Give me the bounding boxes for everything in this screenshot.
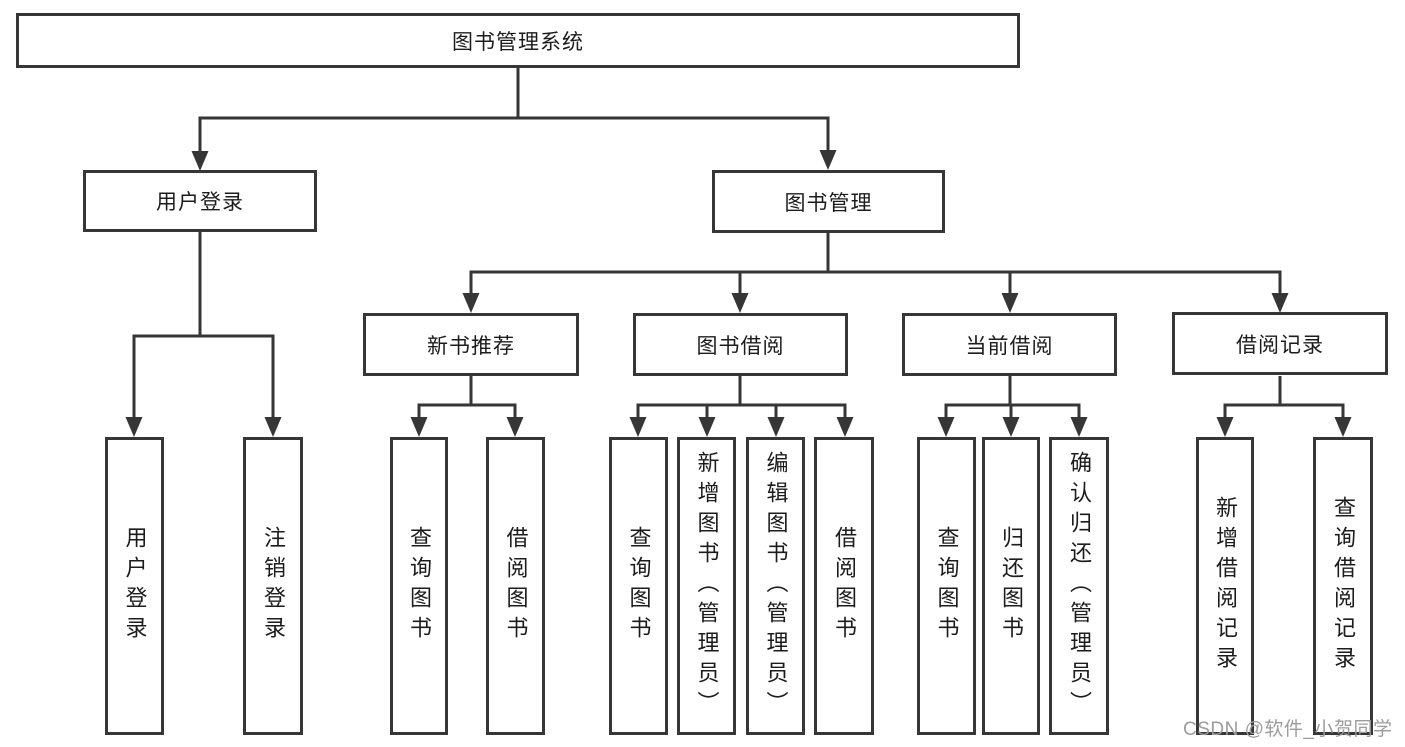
connector-user-login-children xyxy=(125,232,282,437)
leaf-borrow-books-newbook-label: 借阅图书 xyxy=(503,526,529,646)
csdn-watermark: CSDN @软件_小贺同学 xyxy=(1183,719,1393,740)
leaf-query-books-current-label: 查询图书 xyxy=(934,526,960,646)
leaf-add-book-admin: 新增图书（管理员） xyxy=(677,437,736,735)
node-user-login: 用户登录 xyxy=(83,170,317,232)
node-current-borrowing: 当前借阅 xyxy=(902,313,1117,376)
leaf-confirm-return-admin: 确认归还（管理员） xyxy=(1049,437,1109,735)
leaf-add-borrow-record: 新增借阅记录 xyxy=(1196,437,1254,735)
leaf-query-borrow-record: 查询借阅记录 xyxy=(1313,437,1373,735)
leaf-add-book-admin-label: 新增图书（管理员） xyxy=(694,451,720,721)
leaf-query-books-newbook: 查询图书 xyxy=(390,437,448,735)
leaf-borrow-books-borrow-label: 借阅图书 xyxy=(832,526,857,646)
node-library-system: 图书管理系统 xyxy=(16,13,1020,68)
node-borrowing-records: 借阅记录 xyxy=(1172,312,1388,375)
connector-new-book-children xyxy=(410,376,524,437)
node-book-borrowing: 图书借阅 xyxy=(633,313,848,376)
leaf-add-borrow-record-label: 新增借阅记录 xyxy=(1213,496,1238,676)
leaf-logout-label: 注销登录 xyxy=(261,526,286,646)
leaf-query-books-newbook-label: 查询图书 xyxy=(407,526,432,646)
leaf-query-books-current: 查询图书 xyxy=(917,437,976,735)
leaf-logout: 注销登录 xyxy=(243,437,303,735)
leaf-borrow-books-borrow: 借阅图书 xyxy=(814,437,874,735)
connector-book-management-children xyxy=(462,233,1289,313)
leaf-confirm-return-admin-label: 确认归还（管理员） xyxy=(1067,451,1092,721)
leaf-return-book-label: 归还图书 xyxy=(999,526,1024,646)
connector-root-to-level1 xyxy=(191,68,837,171)
leaf-query-books-borrow-label: 查询图书 xyxy=(626,526,652,646)
leaf-user-login: 用户登录 xyxy=(105,437,164,735)
node-book-management: 图书管理 xyxy=(712,170,945,233)
leaf-user-login-label: 用户登录 xyxy=(122,526,148,646)
leaf-query-books-borrow: 查询图书 xyxy=(609,437,668,735)
leaf-return-book: 归还图书 xyxy=(982,437,1040,735)
connector-borrow-record-children xyxy=(1216,376,1352,437)
connector-book-borrow-children xyxy=(629,376,854,437)
connector-current-borrow-children xyxy=(937,376,1088,437)
leaf-edit-book-admin: 编辑图书（管理员） xyxy=(746,437,805,735)
leaf-edit-book-admin-label: 编辑图书（管理员） xyxy=(763,451,789,721)
leaf-query-borrow-record-label: 查询借阅记录 xyxy=(1331,496,1356,676)
leaf-borrow-books-newbook: 借阅图书 xyxy=(486,437,545,735)
node-new-book-recommend: 新书推荐 xyxy=(363,313,579,376)
